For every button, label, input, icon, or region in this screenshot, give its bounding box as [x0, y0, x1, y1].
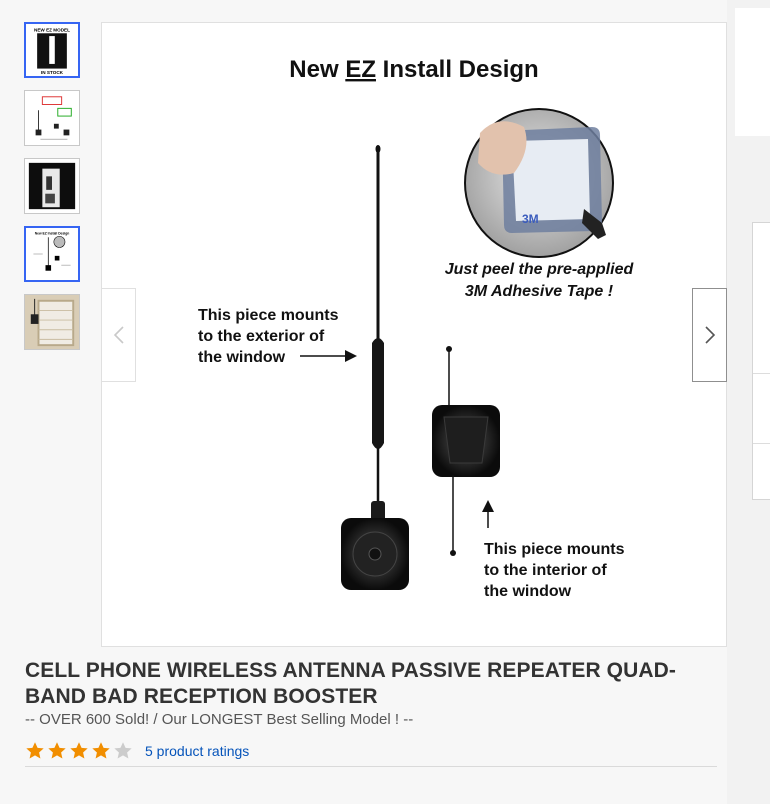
- thumbnail-1[interactable]: NEW EZ MODEL IN STOCK: [24, 22, 80, 78]
- tape-brand-label: 3M: [522, 212, 539, 226]
- exterior-antenna: [341, 145, 409, 590]
- thumbnail-2[interactable]: [24, 90, 80, 146]
- thumbnail-image: New EZ Install Design: [26, 228, 78, 280]
- thumbnail-3[interactable]: [24, 158, 80, 214]
- side-card: [752, 222, 770, 500]
- thumbnail-image: [25, 159, 79, 213]
- main-product-image[interactable]: New EZ Install Design 3M Just peel the p…: [101, 22, 727, 647]
- interior-label-line3: the window: [484, 583, 572, 600]
- next-image-button[interactable]: [692, 288, 727, 382]
- exterior-label-line3: the window: [198, 349, 286, 366]
- thumb-label-top: New EZ Install Design: [35, 232, 70, 236]
- previous-image-button[interactable]: [101, 288, 136, 382]
- side-card-divider: [753, 443, 770, 444]
- side-panel-top: [735, 8, 770, 136]
- rating-row: 5 product ratings: [25, 739, 249, 763]
- thumb-label-top: NEW EZ MODEL: [34, 27, 70, 32]
- star-filled-icon: [92, 742, 110, 759]
- divider: [25, 766, 717, 767]
- exterior-label-line2: to the exterior of: [198, 328, 325, 345]
- chevron-left-icon: [113, 326, 124, 344]
- star-rating[interactable]: [25, 741, 133, 761]
- interior-label-line1: This piece mounts: [484, 541, 625, 558]
- product-illustration: New EZ Install Design 3M Just peel the p…: [198, 56, 635, 600]
- product-ratings-link[interactable]: 5 product ratings: [145, 743, 250, 759]
- image-heading: New EZ Install Design: [289, 56, 538, 83]
- star-empty-icon: [114, 742, 132, 759]
- star-filled-icon: [48, 742, 66, 759]
- thumbnail-5[interactable]: [24, 294, 80, 350]
- exterior-label-line1: This piece mounts: [198, 307, 339, 324]
- side-card-divider: [753, 373, 770, 374]
- product-title: CELL PHONE WIRELESS ANTENNA PASSIVE REPE…: [25, 659, 677, 708]
- chevron-right-icon: [704, 326, 715, 344]
- thumbnail-image: [25, 295, 79, 349]
- star-filled-icon: [70, 742, 88, 759]
- thumbnail-4[interactable]: New EZ Install Design: [24, 226, 80, 282]
- adhesive-tape-photo: 3M: [464, 108, 614, 258]
- thumbnail-image: [25, 91, 79, 145]
- star-filled-icon: [26, 742, 44, 759]
- tape-caption-line1: Just peel the pre-applied: [445, 261, 635, 278]
- interior-antenna: [432, 346, 500, 556]
- thumb-label-bottom: IN STOCK: [41, 70, 64, 75]
- thumbnail-image: NEW EZ MODEL IN STOCK: [26, 24, 78, 76]
- product-subtitle: -- OVER 600 Sold! / Our LONGEST Best Sel…: [25, 711, 414, 728]
- interior-label-line2: to the interior of: [484, 562, 607, 579]
- tape-caption-line2: 3M Adhesive Tape !: [465, 283, 614, 300]
